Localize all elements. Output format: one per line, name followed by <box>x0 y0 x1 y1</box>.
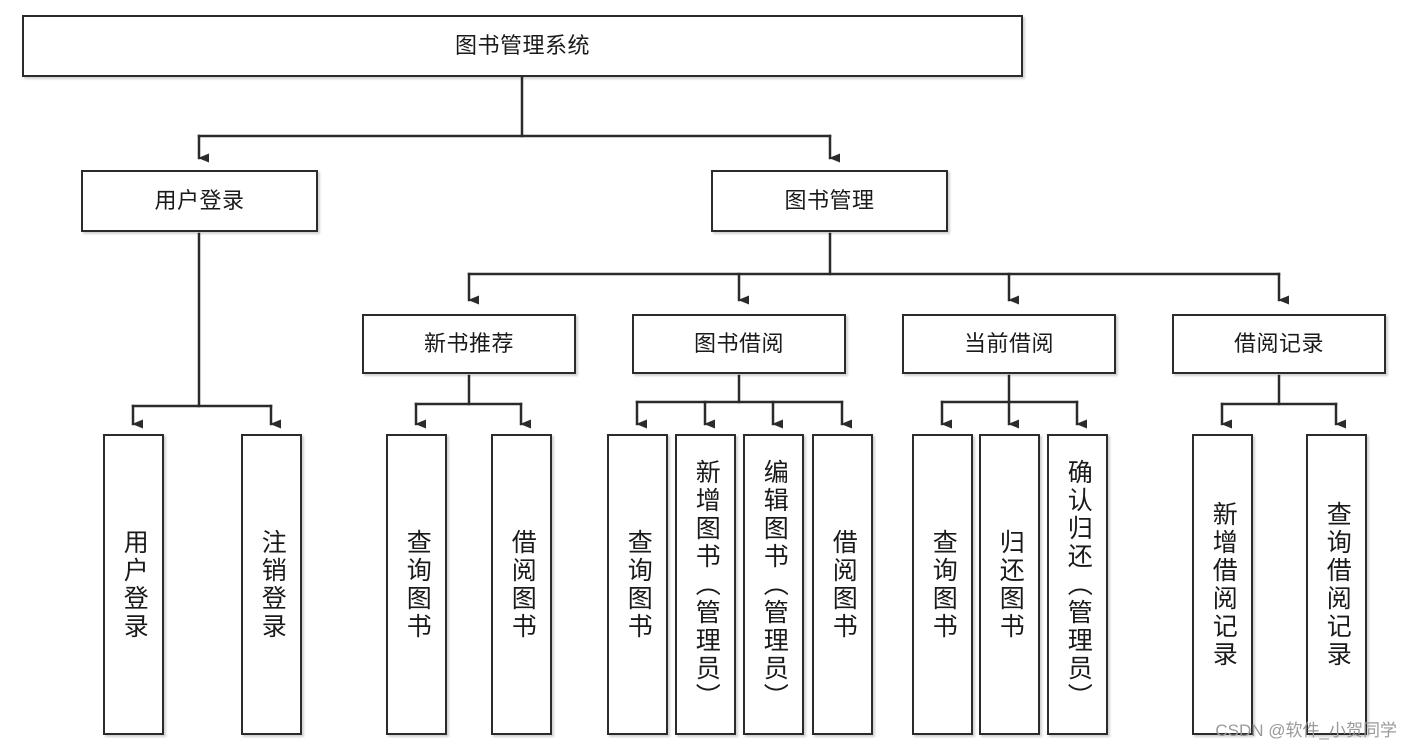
node-leaf-borrow-book-1-label: 借阅图书 <box>508 528 537 641</box>
node-leaf-logout[interactable]: 注销登录 <box>241 434 302 735</box>
node-borrow-record[interactable]: 借阅记录 <box>1172 314 1386 374</box>
node-leaf-query-record-label: 查询借阅记录 <box>1323 500 1352 669</box>
node-leaf-query-book-3[interactable]: 查询图书 <box>912 434 973 735</box>
node-leaf-borrow-book-1[interactable]: 借阅图书 <box>491 434 552 735</box>
node-current-borrow[interactable]: 当前借阅 <box>902 314 1116 374</box>
node-leaf-borrow-book-2-label: 借阅图书 <box>829 528 858 641</box>
node-root-label: 图书管理系统 <box>454 33 590 59</box>
node-book-borrow[interactable]: 图书借阅 <box>632 314 846 374</box>
node-leaf-query-book-3-label: 查询图书 <box>929 528 958 641</box>
node-leaf-borrow-book-2[interactable]: 借阅图书 <box>812 434 873 735</box>
node-leaf-confirm-return-label: 确认归还（管理员） <box>1064 458 1093 711</box>
node-leaf-return-book[interactable]: 归还图书 <box>979 434 1040 735</box>
node-leaf-edit-book[interactable]: 编辑图书（管理员） <box>743 434 804 735</box>
node-leaf-return-book-label: 归还图书 <box>996 528 1025 641</box>
node-leaf-confirm-return[interactable]: 确认归还（管理员） <box>1047 434 1108 735</box>
node-leaf-add-record-label: 新增借阅记录 <box>1209 500 1238 669</box>
node-book-borrow-label: 图书借阅 <box>693 331 784 357</box>
node-leaf-query-book-2[interactable]: 查询图书 <box>607 434 668 735</box>
node-leaf-logout-label: 注销登录 <box>258 528 287 641</box>
node-current-borrow-label: 当前借阅 <box>963 331 1054 357</box>
node-leaf-edit-book-label: 编辑图书（管理员） <box>760 458 789 711</box>
node-new-book-rec[interactable]: 新书推荐 <box>362 314 576 374</box>
node-leaf-add-book-label: 新增图书（管理员） <box>692 458 721 711</box>
node-leaf-add-book[interactable]: 新增图书（管理员） <box>675 434 736 735</box>
node-user-login-label: 用户登录 <box>154 188 245 214</box>
node-book-manage[interactable]: 图书管理 <box>711 170 948 232</box>
node-leaf-add-record[interactable]: 新增借阅记录 <box>1192 434 1253 735</box>
node-new-book-rec-label: 新书推荐 <box>423 331 514 357</box>
node-borrow-record-label: 借阅记录 <box>1233 331 1324 357</box>
node-leaf-query-record[interactable]: 查询借阅记录 <box>1306 434 1367 735</box>
node-book-manage-label: 图书管理 <box>784 188 875 214</box>
node-user-login[interactable]: 用户登录 <box>81 170 318 232</box>
node-leaf-query-book-2-label: 查询图书 <box>624 528 653 641</box>
node-root[interactable]: 图书管理系统 <box>22 15 1023 77</box>
node-leaf-user-login-label: 用户登录 <box>120 528 149 641</box>
node-leaf-query-book-1-label: 查询图书 <box>403 528 432 641</box>
node-leaf-query-book-1[interactable]: 查询图书 <box>386 434 447 735</box>
node-leaf-user-login[interactable]: 用户登录 <box>103 434 164 735</box>
